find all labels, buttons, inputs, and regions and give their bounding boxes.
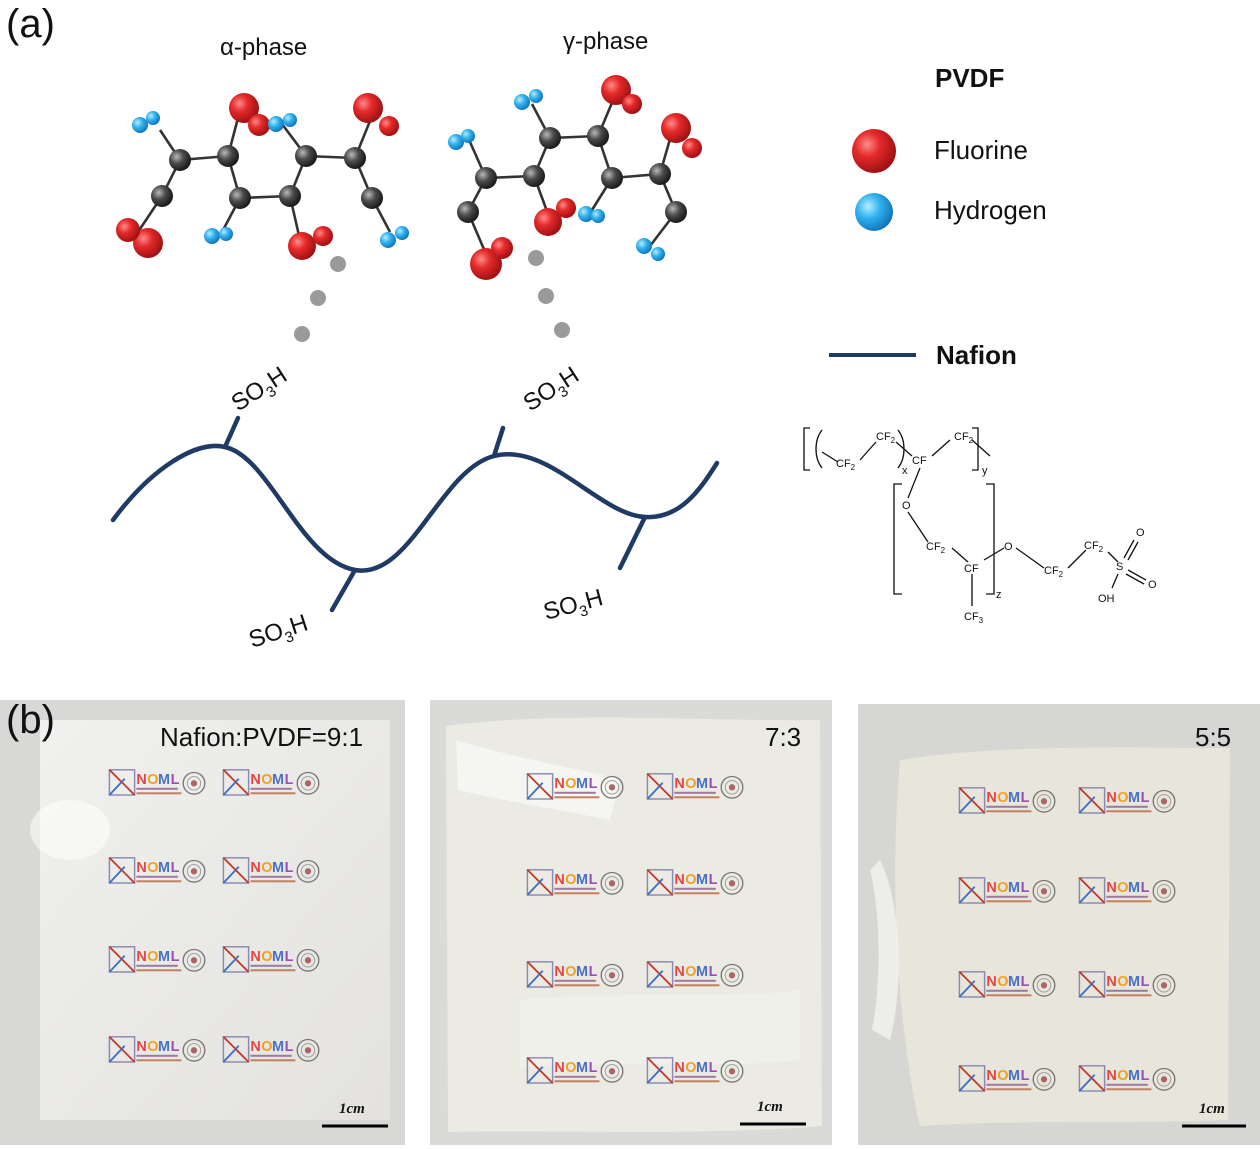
nafion-legend-label: Nafion — [936, 340, 1017, 370]
ratio-label-sample-2: 7:3 — [765, 722, 802, 752]
pvdf-legend-title: PVDF — [935, 63, 1005, 93]
o-label: O — [1148, 579, 1157, 591]
cf2-label: CF2 — [1044, 565, 1064, 579]
so3h-label: SO3H — [246, 609, 313, 657]
interaction-dots — [294, 250, 570, 342]
so3h-groups: SO3H SO3H SO3H SO3H — [227, 362, 607, 658]
so3h-label: SO3H — [541, 584, 607, 630]
scale-bar-label-sample-2: 1cm — [757, 1099, 783, 1115]
so3h-label: SO3H — [519, 362, 587, 421]
cf2-label: CF2 — [954, 431, 974, 445]
alpha-phase-label: α-phase — [220, 34, 308, 61]
o-label: O — [902, 500, 911, 512]
fluorine-legend-label: Fluorine — [934, 135, 1028, 165]
photo-sample-2 — [430, 700, 832, 1145]
gamma-phase-molecule — [448, 75, 702, 280]
gamma-phase-label: γ-phase — [563, 28, 649, 55]
oh-label: OH — [1098, 593, 1115, 605]
cf2-label: CF2 — [836, 458, 856, 472]
nafion-structure-labels: CF2 CF2 x CF CF2 y O CF2 CF CF3 z O CF2 … — [836, 431, 1157, 625]
cf-label: CF — [964, 563, 979, 575]
s-label: S — [1116, 561, 1123, 573]
nafion-backbone — [110, 415, 720, 613]
alpha-phase-molecule — [116, 93, 409, 260]
o-label: O — [1136, 527, 1145, 539]
ratio-label-sample-1: Nafion:PVDF=9:1 — [160, 722, 364, 752]
nafion-chemical-structure — [803, 427, 1147, 606]
scale-bar-label-sample-3: 1cm — [1199, 1101, 1225, 1117]
photo-sample-1 — [0, 700, 405, 1145]
scale-bar-label-sample-1: 1cm — [339, 1101, 365, 1117]
hydrogen-legend-label: Hydrogen — [934, 195, 1047, 225]
cf2-label: CF2 — [876, 431, 896, 445]
hydrogen-legend-icon — [855, 193, 893, 231]
ratio-label-sample-3: 5:5 — [1195, 722, 1232, 752]
z-subscript: z — [996, 589, 1002, 601]
cf3-label: CF3 — [964, 611, 984, 625]
x-subscript: x — [902, 465, 908, 477]
o-label: O — [1004, 541, 1013, 553]
so3h-label: SO3H — [227, 362, 295, 421]
y-subscript: y — [982, 465, 988, 477]
cf2-label: CF2 — [926, 541, 946, 555]
photo-sample-3 — [858, 704, 1260, 1145]
panel-a-label: (a) — [6, 2, 55, 46]
panel-b-label: (b) — [6, 698, 55, 742]
cf2-label: CF2 — [1084, 540, 1104, 554]
cf-label: CF — [912, 455, 927, 467]
fluorine-legend-icon — [852, 129, 896, 173]
